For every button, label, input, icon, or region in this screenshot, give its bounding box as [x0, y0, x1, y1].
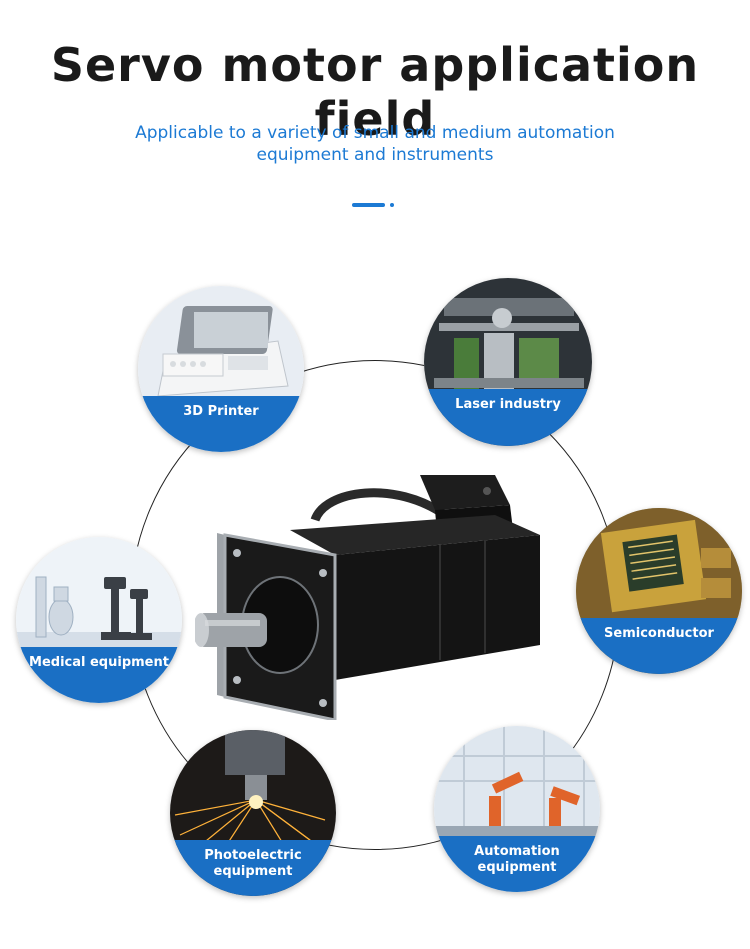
- servo-motor-image: [193, 475, 565, 722]
- application-photoelectric-equipment: Photoelectric equipment: [170, 730, 336, 896]
- application-automation-equipment: Automation equipment: [434, 726, 600, 892]
- application-label: Medical equipment: [16, 646, 182, 703]
- page-subtitle: Applicable to a variety of small and med…: [135, 123, 615, 165]
- application-label: 3D Printer: [138, 395, 304, 452]
- title-divider: [352, 203, 397, 207]
- page-title: Servo motor application field: [50, 38, 700, 146]
- application-laser-industry: Laser industry: [424, 278, 592, 446]
- application-3d-printer: 3D Printer: [138, 286, 304, 452]
- application-semiconductor: Semiconductor: [576, 508, 742, 674]
- application-label: Semiconductor: [576, 617, 742, 674]
- application-label: Laser industry: [424, 388, 592, 446]
- application-label: Automation equipment: [434, 835, 600, 892]
- application-medical-equipment: Medical equipment: [16, 537, 182, 703]
- application-label: Photoelectric equipment: [170, 839, 336, 896]
